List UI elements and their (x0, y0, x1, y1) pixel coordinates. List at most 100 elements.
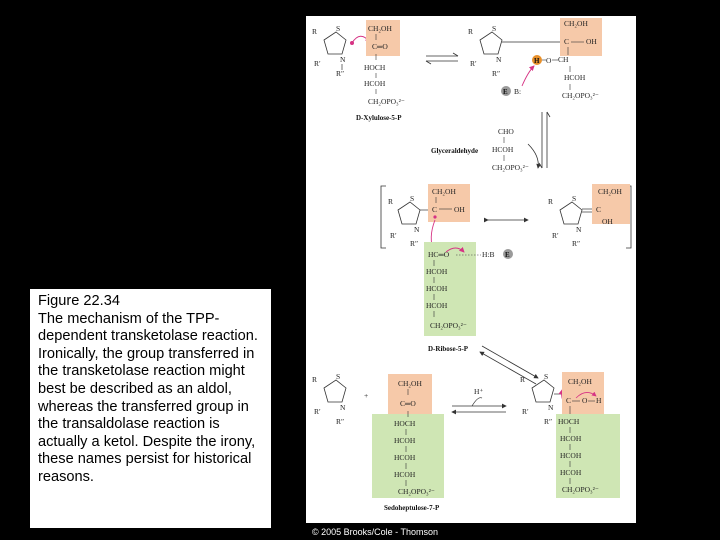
svg-text:E: E (503, 88, 508, 96)
svg-text:HCOH: HCOH (426, 284, 448, 293)
svg-text:S: S (336, 24, 340, 33)
adduct-orange-box-1 (560, 18, 602, 56)
proton-label: H⁺ (474, 387, 483, 396)
svg-text:HC═O: HC═O (428, 250, 450, 259)
svg-text:HCOH: HCOH (426, 267, 448, 276)
svg-text:C: C (432, 205, 437, 214)
sedoheptulose-label: Sedoheptulose-7-P (384, 504, 440, 512)
svg-text:R: R (388, 197, 393, 206)
svg-text:CH₂OPO₃²⁻: CH₂OPO₃²⁻ (368, 97, 405, 106)
svg-text:HCOH: HCOH (560, 434, 582, 443)
svg-text:R′: R′ (314, 59, 321, 68)
figure-description: The mechanism of the TPP-dependent trans… (38, 310, 258, 485)
svg-text:CHO: CHO (498, 127, 514, 136)
svg-text:R: R (312, 375, 317, 384)
svg-text:CH₂OPO₃²⁻: CH₂OPO₃²⁻ (398, 487, 435, 496)
svg-text:CH₂OPO₃²⁻: CH₂OPO₃²⁻ (492, 163, 529, 172)
product-green-box (556, 414, 620, 498)
svg-text:O: O (582, 396, 588, 405)
svg-text:R″: R″ (544, 417, 552, 426)
tpp-ring-6: S N R R′ R″ (520, 372, 562, 426)
svg-text:H:B: H:B (482, 250, 495, 259)
svg-text:OH: OH (454, 205, 465, 214)
svg-text:HCOH: HCOH (394, 453, 416, 462)
xylulose-ketol-box (366, 20, 400, 56)
svg-text:H: H (534, 57, 540, 65)
svg-text:N: N (496, 55, 502, 64)
svg-text:N: N (340, 403, 346, 412)
svg-text:R′: R′ (470, 59, 477, 68)
svg-text:C: C (596, 205, 601, 214)
copyright-notice: © 2005 Brooks/Cole - Thomson (312, 527, 439, 537)
svg-text:H: H (596, 396, 602, 405)
svg-text:R′: R′ (390, 231, 397, 240)
svg-text:R: R (312, 27, 317, 36)
svg-text:HCOH: HCOH (426, 301, 448, 310)
xylulose-label: D-Xylulose-5-P (356, 114, 402, 122)
glyceraldehyde-label: Glyceraldehyde (431, 147, 478, 155)
sedoheptulose-orange-box (388, 374, 432, 414)
svg-text:S: S (544, 372, 548, 381)
svg-text:CH: CH (558, 55, 569, 64)
enzyme-base-2: E (503, 249, 513, 259)
svg-text:CH₂OH: CH₂OH (564, 19, 588, 28)
svg-text:B:: B: (514, 87, 521, 96)
svg-text:R″: R″ (336, 417, 344, 426)
svg-text:HOCH: HOCH (394, 419, 416, 428)
svg-text:N: N (548, 403, 554, 412)
svg-text:HCOH: HCOH (394, 436, 416, 445)
svg-text:S: S (336, 372, 340, 381)
mechanism-diagram: S N R R′ R″ CH₂OH C═O HOCH HCOH CH₂OPO₃²… (306, 16, 636, 523)
svg-text:S: S (410, 194, 414, 203)
svg-text:C: C (564, 37, 569, 46)
svg-text:R: R (468, 27, 473, 36)
svg-text:S: S (572, 194, 576, 203)
svg-text:C: C (566, 396, 571, 405)
equilibrium-arrow-4 (451, 397, 507, 415)
equilibrium-arrow-1 (425, 52, 459, 65)
sedoheptulose-green-box (372, 414, 444, 498)
proton-h (532, 55, 542, 65)
tpp-ring-3: S N R R′ R″ (388, 194, 430, 248)
svg-text:OH: OH (586, 37, 597, 46)
svg-text:O: O (546, 56, 552, 65)
svg-text:R″: R″ (492, 69, 500, 78)
svg-text:R″: R″ (336, 69, 344, 78)
equilibrium-arrow-3 (479, 345, 539, 385)
svg-text:HCOH: HCOH (560, 451, 582, 460)
svg-text:CH₂OH: CH₂OH (398, 379, 422, 388)
ribose-green-box (424, 242, 476, 336)
figure-title: Figure 22.34 (38, 293, 120, 309)
svg-text:C═O: C═O (400, 399, 416, 408)
svg-text:HCOH: HCOH (394, 470, 416, 479)
svg-text:HCOH: HCOH (492, 145, 514, 154)
tpp-ring-2: S N R R′ R″ (468, 24, 562, 78)
svg-text:OH: OH (602, 217, 613, 226)
ribose-label: D-Ribose-5-P (428, 345, 469, 353)
equilibrium-arrow-2 (538, 111, 551, 169)
svg-text:R″: R″ (572, 239, 580, 248)
svg-text:R′: R′ (522, 407, 529, 416)
svg-text:CH₂OH: CH₂OH (432, 187, 456, 196)
tpp-ring-5: S N R R′ R″ (312, 372, 347, 426)
svg-text:CH₂OH: CH₂OH (568, 377, 592, 386)
svg-text:R′: R′ (552, 231, 559, 240)
svg-text:R: R (520, 375, 525, 384)
svg-text:R″: R″ (410, 239, 418, 248)
svg-text:HCOH: HCOH (564, 73, 586, 82)
svg-text:CH₂OPO₃²⁻: CH₂OPO₃²⁻ (562, 91, 599, 100)
figure-caption: Figure 22.34 The mechanism of the TPP-de… (30, 289, 271, 528)
svg-text:N: N (414, 225, 420, 234)
svg-text:R: R (548, 197, 553, 206)
svg-text:C═O: C═O (372, 42, 388, 51)
svg-text:CH₂OH: CH₂OH (368, 24, 392, 33)
svg-text:HCOH: HCOH (560, 468, 582, 477)
svg-text:HOCH: HOCH (558, 417, 580, 426)
svg-text:S: S (492, 24, 496, 33)
tpp-ring-4: S N R R′ R″ (548, 194, 594, 248)
svg-text:CH₂OH: CH₂OH (598, 187, 622, 196)
svg-text:N: N (340, 55, 346, 64)
svg-text:HCOH: HCOH (364, 79, 386, 88)
svg-text:+: + (364, 391, 368, 400)
enamine-orange-box (592, 184, 630, 224)
